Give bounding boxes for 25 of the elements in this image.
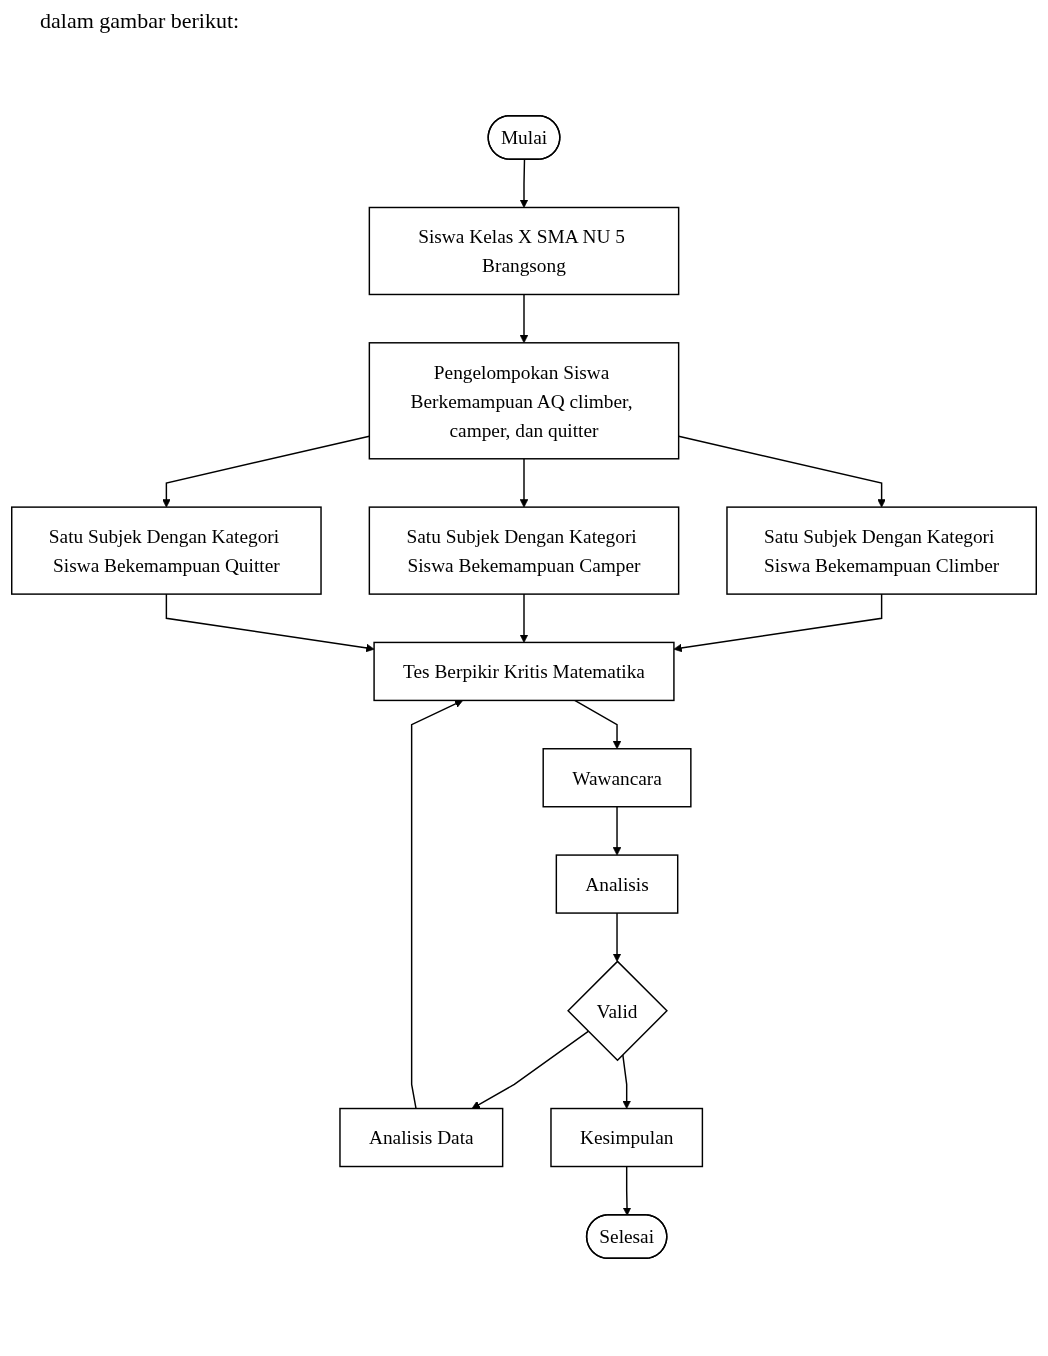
node-box: Kesimpulan [550,1107,704,1168]
node-box: Siswa Kelas X SMA NU 5 Brangsong [368,206,680,296]
node-box: Satu Subjek Dengan Kategori Siswa Bekemampuan Camper [368,506,680,595]
arrow [165,593,375,653]
arrow [410,699,464,1110]
arrow [519,293,529,344]
note-text: dalam gambar berikut: [40,8,241,34]
arrow [612,806,622,856]
arrow [471,1030,589,1109]
node-box: Analisis Data [339,1107,504,1168]
node-diamond: Valid [567,960,668,1062]
arrow [673,593,883,653]
node-box: Analisis [555,854,679,914]
node-box: Satu Subjek Dengan Kategori Siswa Bekemampuan Climber [726,506,1037,595]
arrow [519,458,529,508]
arrow [622,1053,631,1109]
arrow [519,158,529,208]
node-box: Wawancara [542,748,692,808]
arrow [622,1165,632,1216]
arrow [612,912,622,962]
arrow [574,699,622,750]
node-box: Tes Berpikir Kritis Matematika [373,641,675,702]
node-box: Satu Subjek Dengan Kategori Siswa Bekemampuan Quitter [11,506,322,595]
node-box: Pengelompokan Siswa Berkemampuan AQ climber, camper, dan quitter [368,342,680,460]
arrow [519,593,529,643]
